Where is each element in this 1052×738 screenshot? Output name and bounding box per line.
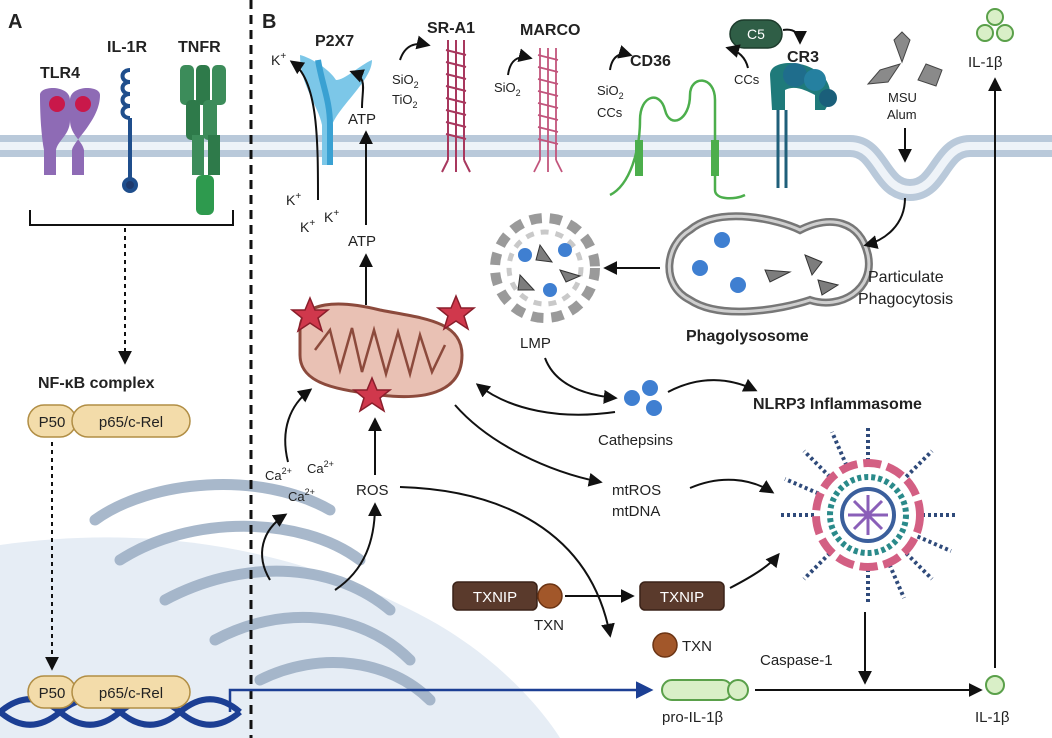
ca-label-2: Ca2+ (307, 459, 334, 476)
arrow-ca-to-mito (284, 388, 313, 463)
marco-ligand-sio2: SiO2 (494, 80, 521, 98)
mtdna-label: mtDNA (612, 503, 660, 520)
receptor-bracket (29, 210, 234, 226)
txn-free-icon (652, 632, 678, 658)
marco-receptor-icon (533, 48, 563, 173)
msu-label: MSU (888, 90, 917, 105)
arrow-sra1-ligand (399, 35, 431, 61)
atp-mid-label: ATP (348, 233, 376, 250)
particulate-label-1: Particulate (868, 269, 944, 286)
c5-complement-icon: C5 (729, 19, 783, 49)
arrow-lmp-to-cathepsins (544, 357, 618, 404)
ca-label-1: Ca2+ (265, 466, 292, 483)
nfkb-complex-nucleus: P50 p65/c-Rel (27, 675, 191, 709)
mtros-label: mtROS (612, 482, 661, 499)
cd36-ligand-sio2: SiO2 (597, 83, 624, 101)
sra1-ligand-tio2: TiO2 (392, 92, 417, 110)
p50-label: P50 (39, 414, 66, 431)
il1r-receptor-icon (120, 68, 138, 193)
plasma-membrane (0, 135, 1052, 202)
nlrp3-label: NLRP3 Inflammasome (753, 396, 922, 413)
k-out-label: K+ (271, 51, 286, 68)
txnip-label-2: TXNIP (660, 589, 704, 606)
arrow-k-efflux (289, 60, 319, 201)
sra1-ligand-sio2: SiO2 (392, 72, 419, 90)
tlr4-label: TLR4 (40, 65, 80, 82)
endoplasmic-reticulum (89, 479, 436, 706)
cathepsins-icon (624, 380, 662, 416)
tnfr-label: TNFR (178, 39, 221, 56)
mitochondrion-icon (298, 302, 464, 399)
cd36-ligand-ccs: CCs (597, 105, 623, 120)
cd36-receptor-icon (609, 79, 746, 200)
arrow-ccs-to-cr3 (725, 44, 749, 69)
arrow-marco-ligand (507, 48, 533, 76)
msu-alum-crystals-icon (866, 31, 943, 87)
phagolysosome-label: Phagolysosome (686, 328, 809, 345)
phagosome-icon (665, 212, 873, 316)
arrow-cd36-ligand (609, 45, 633, 71)
cr3-receptor-icon (770, 63, 837, 188)
ca-label-3: Ca2+ (288, 487, 315, 504)
cathepsins-label: Cathepsins (598, 432, 673, 449)
nfkb-complex-cytoplasm: P50 p65/c-Rel (27, 404, 191, 438)
p65-label: p65/c-Rel (99, 414, 163, 431)
ros-damage-stars (289, 294, 477, 413)
arrow-cathepsins-to-nlrp3 (667, 378, 758, 393)
p50-nucleus-label: P50 (39, 685, 66, 702)
p2x7-receptor-icon (300, 55, 372, 165)
arrow-cathepsins-to-mito (475, 383, 616, 416)
il1r-label: IL-1R (107, 39, 147, 56)
arrow-er-to-ros (334, 502, 382, 591)
panel-a-label: A (8, 11, 22, 33)
txnip-free-icon: TXNIP (639, 581, 725, 611)
ros-label: ROS (356, 482, 389, 499)
nlrp3-inflammasome-icon (778, 425, 958, 605)
particulate-label-2: Phagocytosis (858, 291, 953, 308)
txnip-label-1: TXNIP (473, 589, 517, 606)
arrow-membrane-to-phagosome (863, 197, 906, 249)
alum-label: Alum (887, 107, 917, 122)
txn-label-2: TXN (682, 638, 712, 655)
p65-nucleus-label: p65/c-Rel (99, 685, 163, 702)
ccs-cr3-label: CCs (734, 72, 760, 87)
marco-label: MARCO (520, 22, 580, 39)
p2x7-label: P2X7 (315, 33, 354, 50)
cd36-label: CD36 (630, 53, 671, 70)
il1b-top-label: IL-1β (968, 54, 1003, 71)
il1b-bottom-label: IL-1β (975, 709, 1010, 726)
sra1-label: SR-A1 (427, 20, 475, 37)
damaged-lysosome-icon (490, 213, 600, 323)
nfkb-title: NF-κB complex (38, 375, 155, 392)
arrow-mito-to-mtros (454, 404, 603, 487)
k-in-label-2: K+ (300, 218, 315, 235)
arrow-ros-to-txn (399, 486, 615, 638)
lmp-label: LMP (520, 335, 551, 352)
pro-il1b-icon (661, 679, 749, 701)
atp-top-label: ATP (348, 111, 376, 128)
txnip-txn-complex-icon: TXNIP (452, 581, 563, 611)
k-in-label-3: K+ (324, 208, 339, 225)
tnfr-receptor-icon (180, 65, 226, 215)
caspase-label: Caspase-1 (760, 652, 833, 669)
arrow-c5-to-cr3 (782, 28, 807, 45)
arrow-transcription (228, 681, 654, 712)
c5-label: C5 (747, 26, 765, 42)
il1b-trimer-icon (976, 8, 1014, 42)
arrow-mtros-to-nlrp3 (689, 478, 775, 494)
pro-il1b-label: pro-IL-1β (662, 709, 724, 726)
sra1-receptor-icon (441, 40, 471, 173)
k-in-label-1: K+ (286, 191, 301, 208)
arrow-txnip-to-nlrp3 (729, 552, 780, 589)
panel-b-label: B (262, 11, 276, 33)
il1b-mature-icon (985, 675, 1005, 695)
cr3-label: CR3 (787, 49, 819, 66)
arrow-er-to-ca (261, 513, 288, 581)
arrow-atp-to-p2x7 (349, 69, 365, 109)
txn-label-1: TXN (534, 617, 564, 634)
tlr4-receptor-icon (40, 88, 100, 175)
